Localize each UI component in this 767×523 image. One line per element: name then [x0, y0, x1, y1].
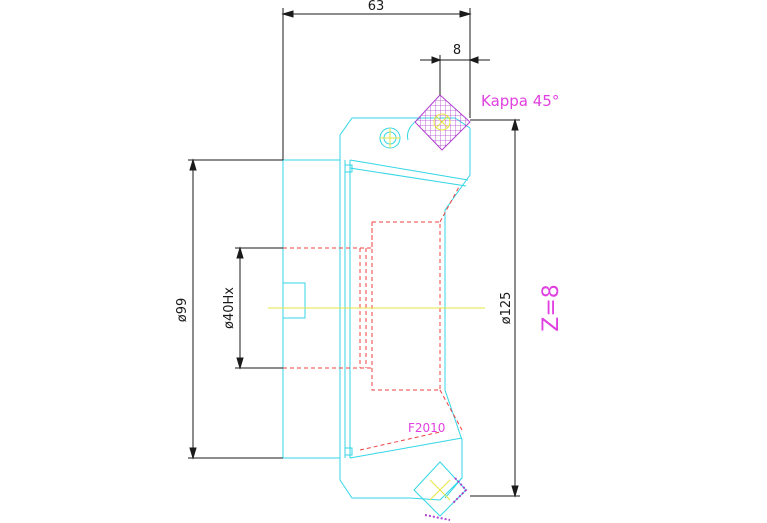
dim-bore-diameter: ø40Hx: [222, 287, 237, 329]
teeth-count-label: Z=8: [539, 284, 564, 332]
dim-overall-length: 63: [368, 0, 385, 14]
kappa-angle-label: Kappa 45°: [481, 92, 559, 110]
hidden-bore-lines: [283, 184, 463, 451]
centerline: [268, 128, 485, 309]
dim-insert-offset: 8: [453, 43, 461, 58]
cutter-body-outline: [282, 117, 471, 501]
dim-hub-diameter: ø99: [175, 298, 190, 323]
insert-code-label: F2010: [408, 421, 445, 435]
top-insert: [414, 94, 471, 151]
bottom-insert: [413, 461, 468, 521]
dim-cutter-diameter: ø125: [499, 292, 514, 325]
dimension-lines: [188, 8, 520, 498]
